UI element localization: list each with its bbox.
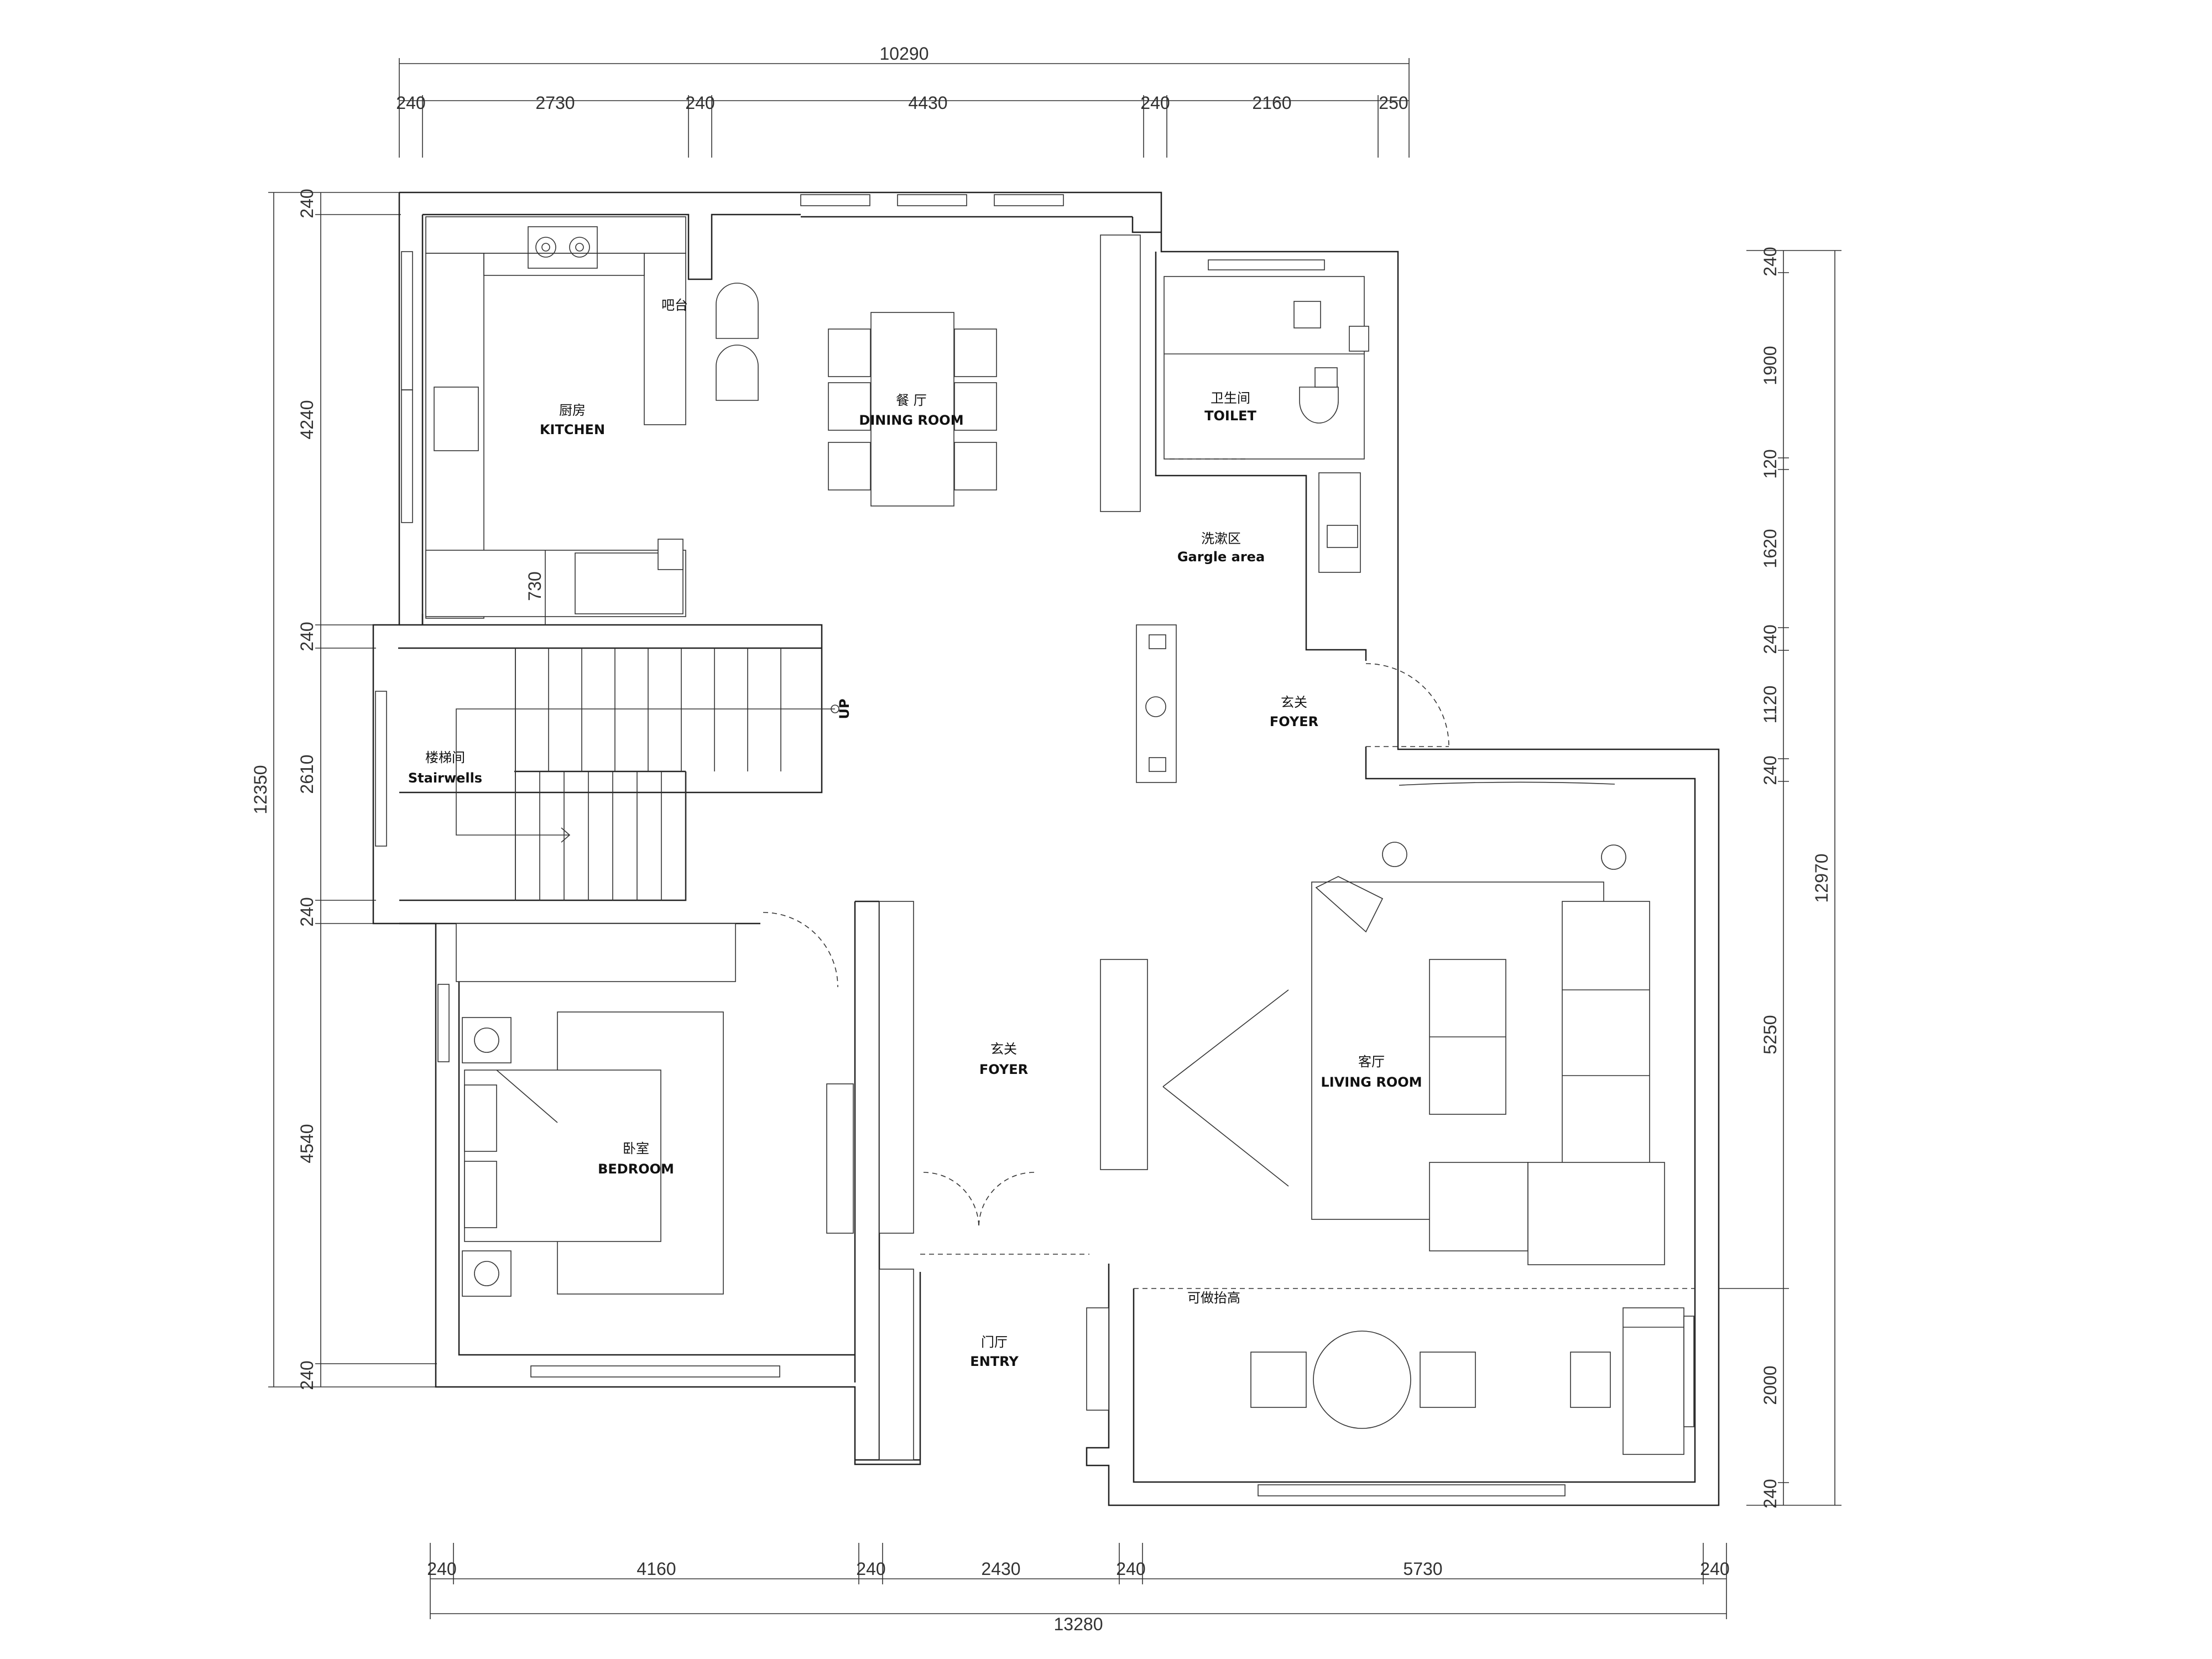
dim-left-seg: 240: [297, 1360, 317, 1390]
raised-area-label-cn: 可做抬高: [1187, 1290, 1240, 1306]
dimension-left: [268, 192, 437, 1387]
dim-bottom-seg: 4160: [637, 1559, 676, 1579]
dim-top-seg: 240: [1140, 93, 1170, 113]
dimension-top: [399, 58, 1410, 158]
dim-left-seg: 240: [297, 189, 317, 218]
door-swings: [763, 458, 1449, 1255]
dim-bottom-seg: 240: [427, 1559, 456, 1579]
stair-arrow: [456, 705, 839, 843]
entry-label-cn: 门厅: [981, 1334, 1008, 1350]
dim-left-seg: 2610: [297, 754, 317, 794]
dim-top-seg: 4430: [908, 93, 947, 113]
dim-left-seg: 240: [297, 897, 317, 926]
stove-icon: [528, 226, 598, 269]
dim-right-seg: 1120: [1760, 686, 1780, 724]
dim-bottom-total: 13280: [1054, 1614, 1103, 1634]
dim-right-seg: 1620: [1760, 529, 1780, 568]
stair-up-label: UP: [837, 698, 852, 719]
dim-left-seg: 4540: [297, 1124, 317, 1163]
dim-top-seg: 2160: [1252, 93, 1291, 113]
foyer-lower-label-en: FOYER: [979, 1062, 1028, 1077]
dim-top-seg: 250: [1379, 93, 1408, 113]
stair-label-en: Stairwells: [408, 770, 482, 786]
dim-right-seg: 240: [1760, 624, 1780, 654]
dim-top-seg: 2730: [535, 93, 575, 113]
living-label-cn: 客厅: [1358, 1054, 1385, 1070]
bar-label-cn: 吧台: [661, 298, 688, 313]
raised-area: [1134, 1288, 1695, 1455]
dim-top-seg: 240: [396, 93, 425, 113]
toilet-label-cn: 卫生间: [1211, 390, 1250, 406]
dim-bottom-seg: 5730: [1403, 1559, 1442, 1579]
stair-label-cn: 楼梯间: [425, 750, 465, 765]
dim-top-total: 10290: [880, 44, 929, 64]
dining-table: [828, 312, 997, 507]
dim-left-seg: 4240: [297, 400, 317, 439]
toilet-area: [1100, 234, 1369, 573]
living-label-en: LIVING ROOM: [1321, 1074, 1422, 1090]
exterior-walls: [372, 191, 1720, 1506]
stair-treads: [515, 648, 781, 900]
foyer-lower-label-cn: 玄关: [990, 1041, 1017, 1057]
bar-stool-icon: [716, 283, 759, 401]
dim-bottom-seg: 240: [856, 1559, 885, 1579]
dim-right-seg: 2000: [1760, 1365, 1780, 1405]
dim-bottom-seg: 240: [1116, 1559, 1145, 1579]
dimension-right: [1719, 250, 1841, 1506]
foyer-upper-label-cn: 玄关: [1281, 695, 1307, 710]
toilet-label-en: TOILET: [1204, 408, 1256, 424]
dim-bottom-seg: 2430: [981, 1559, 1020, 1579]
living-furniture: [1162, 781, 1665, 1265]
dim-top-seg: 240: [685, 93, 714, 113]
windows: [375, 194, 1566, 1496]
kitchen-label-en: KITCHEN: [540, 422, 605, 437]
dim-right-seg: 5250: [1760, 1015, 1780, 1054]
entry-label-en: ENTRY: [970, 1354, 1019, 1369]
dining-label-en: DINING ROOM: [859, 413, 963, 428]
bedroom-label-en: BEDROOM: [598, 1161, 674, 1177]
foyer-cabinet: [1136, 624, 1177, 783]
gargle-label-cn: 洗漱区: [1201, 531, 1241, 546]
kitchen-counters: [425, 216, 686, 619]
dim-right-seg: 1900: [1760, 346, 1780, 385]
dim-right-seg: 240: [1760, 755, 1780, 785]
dim-right-seg: 240: [1760, 1479, 1780, 1508]
dimension-bottom: [430, 1543, 1727, 1619]
foyer-cabinet-lower: [879, 901, 1148, 1460]
bedroom-furniture: [456, 923, 854, 1297]
dim-right-seg: 240: [1760, 247, 1780, 276]
dim-right-seg: 120: [1760, 449, 1780, 478]
dining-label-cn: 餐 厅: [896, 393, 927, 408]
dim-bottom-seg: 240: [1700, 1559, 1729, 1579]
dim-left-total: 12350: [251, 765, 270, 815]
kitchen-counter-dim: 730: [525, 571, 545, 601]
bedroom-label-cn: 卧室: [623, 1141, 649, 1156]
dim-right-total: 12970: [1812, 854, 1832, 903]
kitchen-label-cn: 厨房: [559, 403, 586, 418]
dim-left-seg: 240: [297, 622, 317, 651]
foyer-upper-label-en: FOYER: [1270, 714, 1318, 729]
gargle-label-en: Gargle area: [1177, 549, 1265, 565]
